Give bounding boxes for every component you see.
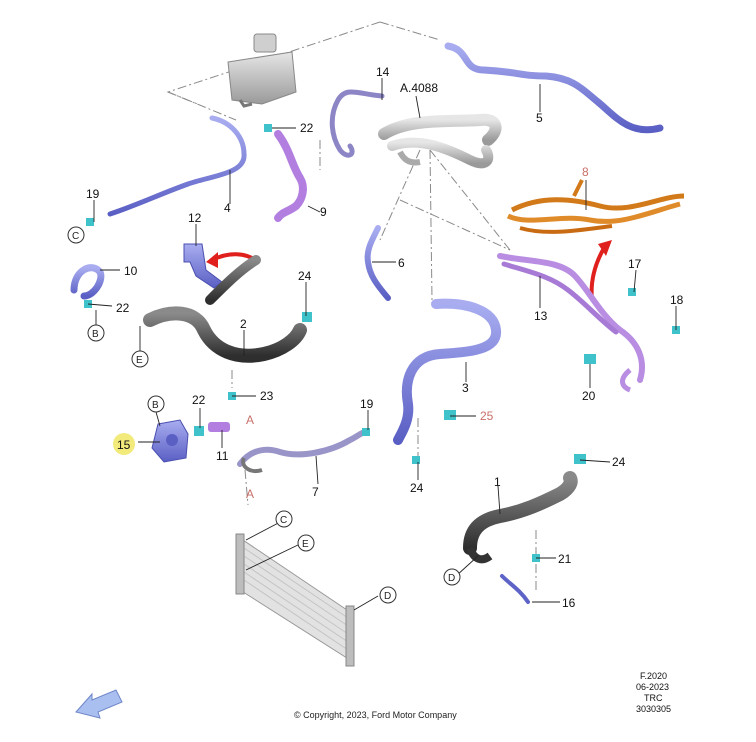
bracket-part-12 xyxy=(183,243,223,289)
callout-3: 3 xyxy=(462,381,469,395)
figure-id: F.2020 xyxy=(640,671,667,681)
connector-d-radiator: D xyxy=(379,586,397,604)
svg-text:E: E xyxy=(136,355,143,366)
clip-20 xyxy=(584,354,596,364)
hose-part-16 xyxy=(500,574,530,604)
connector-b-lower: B xyxy=(147,395,165,413)
hose-part-2 xyxy=(143,255,307,363)
copyright-notice: © Copyright, 2023, Ford Motor Company xyxy=(294,710,457,720)
callout-8: 8 xyxy=(582,165,589,179)
connector-e-radiator: E xyxy=(297,534,315,552)
callout-14: 14 xyxy=(376,65,390,79)
hose-part-13 xyxy=(497,253,645,393)
figure-meta: F.2020 06-2023 TRC 3030305 xyxy=(636,671,671,714)
red-arrow-right xyxy=(589,240,612,301)
connector-c-left: C xyxy=(67,226,85,244)
callout-4: 4 xyxy=(224,201,231,215)
mark-a-lower: A xyxy=(246,487,254,501)
callout-23: 23 xyxy=(260,389,274,403)
part-11 xyxy=(208,422,230,432)
callout-20: 20 xyxy=(582,389,596,403)
callout-13: 13 xyxy=(534,309,548,323)
callout-18: 18 xyxy=(670,293,684,307)
callout-15-highlight: 15 xyxy=(113,433,135,455)
callout-19-left: 19 xyxy=(86,187,100,201)
callout-7: 7 xyxy=(312,485,319,499)
svg-text:D: D xyxy=(448,573,455,584)
clip-19a xyxy=(86,218,94,226)
svg-text:B: B xyxy=(92,329,99,340)
figure-date: 06-2023 xyxy=(636,682,669,692)
callout-2: 2 xyxy=(240,317,247,331)
callout-6: 6 xyxy=(398,256,405,270)
mark-a-upper: A xyxy=(246,413,254,427)
clip-24b xyxy=(412,456,420,464)
leader-lines xyxy=(87,78,677,611)
callout-11: 11 xyxy=(216,449,229,463)
hose-part-3 xyxy=(393,298,501,445)
callout-24-mid: 24 xyxy=(410,481,424,495)
front-direction-arrow-icon xyxy=(75,689,123,719)
hose-part-4 xyxy=(107,115,247,217)
callout-25: 25 xyxy=(480,409,494,423)
svg-text:B: B xyxy=(152,400,159,411)
callout-12: 12 xyxy=(188,211,202,225)
connector-e-left: E xyxy=(131,350,149,368)
callout-19-right: 19 xyxy=(360,397,374,411)
degas-bottle xyxy=(227,33,297,108)
clip-22a xyxy=(264,124,272,132)
callout-5: 5 xyxy=(536,111,543,125)
connector-markers: C B E B C E D D xyxy=(67,226,461,604)
svg-text:C: C xyxy=(72,231,79,242)
hose-part-8 xyxy=(506,179,685,234)
connector-b-upper: B xyxy=(87,324,105,342)
callout-1: 1 xyxy=(494,475,501,489)
pump-part-15 xyxy=(151,419,189,463)
clip-25 xyxy=(444,410,456,420)
callout-10: 10 xyxy=(124,264,138,278)
clip-24a xyxy=(302,312,312,322)
hose-part-14 xyxy=(329,89,385,158)
connector-c-radiator: C xyxy=(275,510,293,528)
clip-19b xyxy=(362,428,370,436)
dashed-connection-lines xyxy=(166,21,537,590)
connector-d-hose: D xyxy=(443,568,461,586)
callout-22-mid: 22 xyxy=(116,301,130,315)
callout-24-right: 24 xyxy=(612,455,626,469)
hose-part-7 xyxy=(237,429,369,473)
figure-code: TRC xyxy=(644,693,663,703)
callout-21: 21 xyxy=(558,552,572,566)
callout-22-low: 22 xyxy=(192,393,206,407)
clip-22c xyxy=(194,426,204,436)
hose-part-9 xyxy=(274,130,307,222)
callout-24-top: 24 xyxy=(298,269,312,283)
callout-labels: 14 A.4088 5 22 4 19 9 8 12 6 10 17 24 13… xyxy=(86,65,684,610)
clip-17 xyxy=(628,288,636,296)
callout-15: 15 xyxy=(117,438,131,452)
callout-22-top: 22 xyxy=(300,121,314,135)
callout-9: 9 xyxy=(320,205,327,219)
hose-assembly-a4088 xyxy=(378,113,502,169)
hose-part-10 xyxy=(70,264,105,300)
svg-text:D: D xyxy=(384,591,391,602)
callout-16: 16 xyxy=(562,596,576,610)
figure-number: 3030305 xyxy=(636,704,671,714)
clip-24c xyxy=(574,454,586,464)
radiator xyxy=(235,533,355,667)
svg-text:E: E xyxy=(302,539,309,550)
callout-ref-a4088: A.4088 xyxy=(400,81,438,95)
hose-part-6 xyxy=(364,225,391,301)
hose-part-1 xyxy=(463,471,578,564)
hose-part-5 xyxy=(444,42,664,134)
callout-17: 17 xyxy=(628,257,642,271)
svg-text:C: C xyxy=(280,515,287,526)
